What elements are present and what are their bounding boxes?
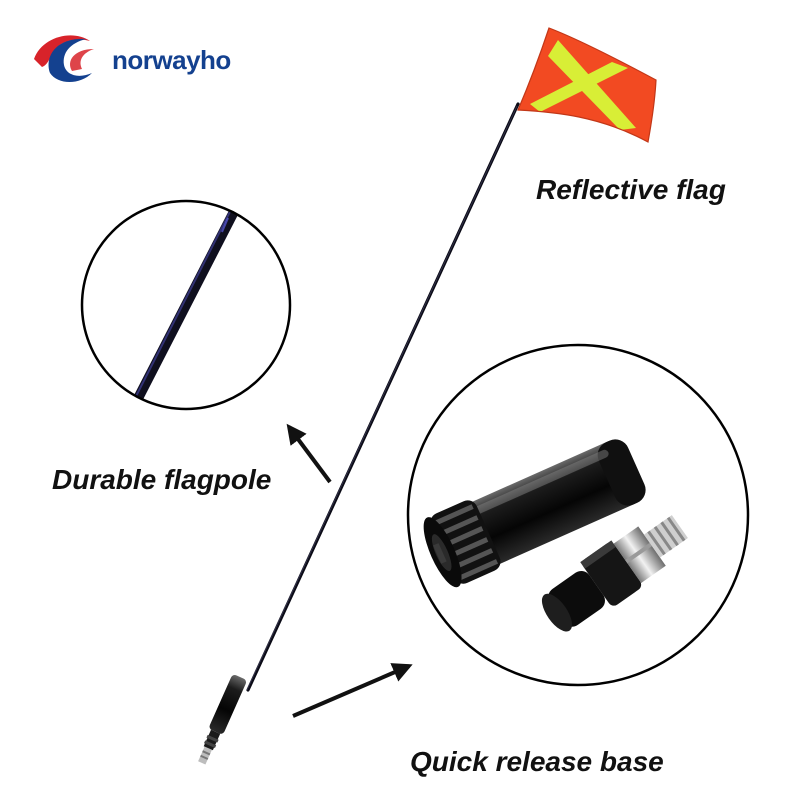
quick-release-base-caption: Quick release base bbox=[410, 746, 664, 777]
quick-release-pin bbox=[541, 515, 688, 632]
durable-flagpole-caption: Durable flagpole bbox=[52, 464, 272, 495]
flagpole-detail-circle bbox=[80, 199, 292, 411]
logo-mark-icon bbox=[34, 35, 94, 82]
pole-base-connector bbox=[198, 675, 247, 765]
quick-release-detail-circle bbox=[406, 343, 750, 687]
arrow-icon bbox=[286, 423, 332, 484]
quick-release-socket bbox=[423, 439, 646, 588]
arrow-icon bbox=[292, 663, 413, 718]
reflective-flag-caption: Reflective flag bbox=[536, 174, 726, 205]
reflective-flag bbox=[517, 27, 657, 143]
flagpole bbox=[246, 102, 520, 692]
brand-logo: norwayho bbox=[28, 26, 231, 88]
brand-name: norwayho bbox=[112, 44, 231, 75]
